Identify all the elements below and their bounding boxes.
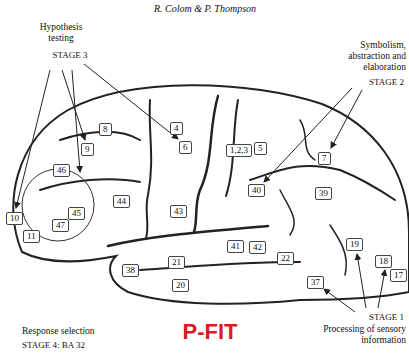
- stage-note: Response selection: [22, 326, 132, 337]
- area-box: 40: [248, 184, 265, 197]
- area-number: 40: [252, 185, 261, 195]
- area-number: 44: [117, 196, 126, 206]
- stage-label-text: STAGE 1: [369, 312, 404, 322]
- stage-label-text: STAGE 4: BA 32: [22, 340, 85, 350]
- area-number: 6: [183, 142, 188, 152]
- area-number: 45: [72, 208, 81, 218]
- area-box: 42: [249, 241, 266, 254]
- area-number: 18: [379, 256, 388, 266]
- area-number: 47: [56, 220, 65, 230]
- stage-label: STAGE 2: [340, 77, 404, 88]
- area-number: 41: [231, 241, 240, 251]
- area-box: 41: [227, 240, 244, 253]
- area-box: 5: [254, 142, 267, 155]
- area-box: 45: [68, 207, 85, 220]
- area-number: 8: [103, 124, 108, 134]
- running-header: R. Colom & P. Thompson: [125, 3, 285, 15]
- area-box: 9: [81, 143, 94, 156]
- area-number: 19: [350, 239, 359, 249]
- stage-label-text: STAGE 3: [52, 50, 87, 60]
- area-box: 47: [52, 219, 69, 232]
- area-box: 38: [122, 264, 139, 277]
- area-number: 46: [57, 165, 66, 175]
- area-number: 5: [258, 143, 263, 153]
- area-number: 11: [27, 231, 36, 241]
- stage-note-text: Response selection: [22, 326, 95, 336]
- area-box: 37: [307, 276, 324, 289]
- area-number: 1,2,3: [230, 145, 248, 155]
- area-number: 37: [311, 277, 320, 287]
- stage-note-text: Hypothesis testing: [40, 22, 83, 43]
- area-box: 11: [23, 230, 40, 243]
- area-box: 6: [179, 141, 192, 154]
- area-number: 9: [85, 144, 90, 154]
- stage-label: STAGE 4: BA 32: [22, 340, 132, 351]
- area-box: 46: [53, 164, 70, 177]
- area-box: 44: [113, 195, 130, 208]
- stage-note-text: Processing of sensory information: [323, 324, 406, 345]
- stage-label-text: STAGE 2: [369, 77, 404, 87]
- model-title-text: P-FIT: [183, 319, 238, 344]
- running-header-text: R. Colom & P. Thompson: [154, 3, 256, 14]
- area-number: 38: [126, 265, 135, 275]
- area-box: 8: [99, 123, 112, 136]
- area-box: 39: [315, 187, 332, 200]
- area-box: 43: [170, 205, 187, 218]
- area-number: 42: [253, 242, 262, 252]
- area-number: 4: [174, 123, 179, 133]
- area-number: 20: [176, 280, 185, 290]
- area-box: 20: [172, 279, 189, 292]
- stage-note: Symbolism, abstraction and elaboration: [330, 40, 406, 73]
- stage-label: STAGE 3: [40, 50, 100, 61]
- area-box: 17: [390, 269, 407, 282]
- area-box: 10: [6, 212, 23, 225]
- area-number: 39: [319, 188, 328, 198]
- leader-arrows: [16, 64, 385, 312]
- area-box: 4: [170, 122, 183, 135]
- model-title: P-FIT: [160, 319, 260, 345]
- stage-note: Processing of sensory information: [318, 324, 406, 346]
- area-box: 1,2,3: [226, 144, 252, 157]
- stage-note: Hypothesis testing: [30, 22, 92, 44]
- area-number: 43: [174, 206, 183, 216]
- area-box: 21: [168, 256, 185, 269]
- area-box: 7: [318, 152, 331, 165]
- area-box: 19: [346, 238, 363, 251]
- stage-label: STAGE 1: [340, 312, 404, 323]
- area-number: 22: [281, 253, 290, 263]
- area-number: 17: [394, 270, 403, 280]
- stage-note-text: Symbolism, abstraction and elaboration: [348, 40, 406, 72]
- area-number: 10: [10, 213, 19, 223]
- brain-outline: [13, 85, 409, 304]
- area-box: 22: [277, 252, 294, 265]
- area-box: 18: [375, 255, 392, 268]
- area-number: 7: [322, 153, 327, 163]
- area-number: 21: [172, 257, 181, 267]
